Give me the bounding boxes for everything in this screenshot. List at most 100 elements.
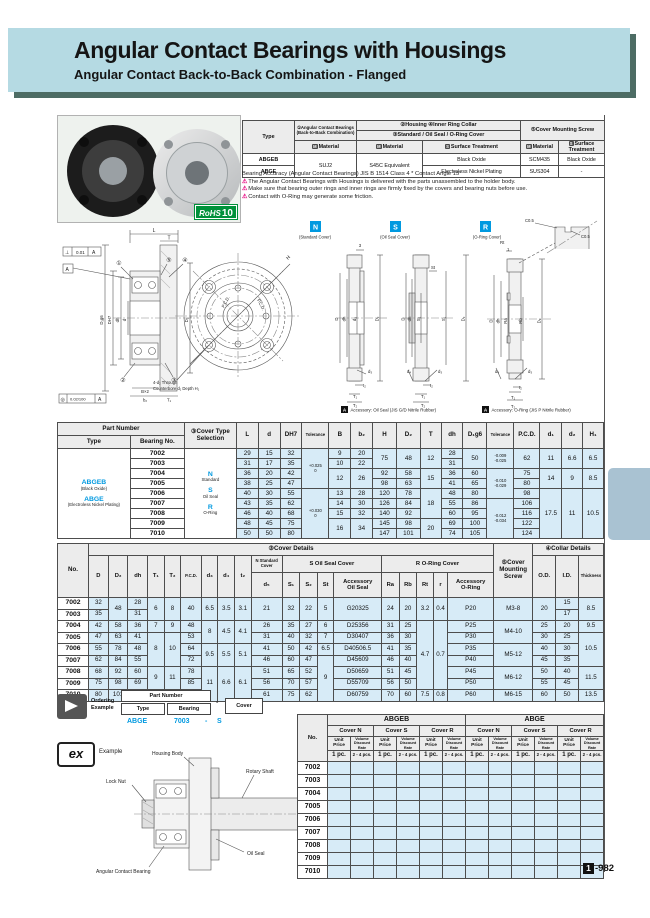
- cell: 16: [328, 518, 352, 539]
- cell: 98: [513, 488, 541, 499]
- cell: 75: [372, 448, 397, 469]
- cell: 31: [250, 631, 283, 644]
- cell: 30: [350, 498, 374, 509]
- diagram-label: P.C.D.: [220, 295, 230, 308]
- header-cell: P.C.D.: [513, 422, 541, 449]
- cell: 45: [398, 666, 418, 679]
- header-cell: Unit Price: [327, 736, 351, 751]
- cell: 84: [107, 654, 129, 667]
- cell: [534, 799, 559, 814]
- cell: 20: [532, 597, 557, 621]
- header-cell: d₄: [217, 555, 236, 598]
- cell: 106: [513, 498, 541, 509]
- cell: [350, 799, 374, 814]
- cell: 11: [539, 448, 563, 469]
- cell: 17.5: [539, 488, 563, 539]
- header-cell: T₁: [147, 555, 165, 598]
- cell: 5.1: [234, 643, 252, 667]
- diagram-label: Counterbore d₁ Depth H₁: [153, 386, 200, 391]
- cell: 15: [555, 597, 579, 610]
- cell: 92: [372, 468, 397, 479]
- cell: [488, 864, 513, 879]
- cell: [488, 851, 513, 866]
- cell: [373, 760, 397, 775]
- cell: 6.5: [316, 643, 335, 656]
- diagram-label: D₂: [461, 316, 466, 321]
- cell: [441, 812, 467, 827]
- cell: 0.4: [432, 597, 449, 621]
- cell: 98: [107, 677, 129, 690]
- diagram-label: dh: [407, 316, 412, 321]
- header-cell: 2 - 4 pcs.: [441, 749, 467, 762]
- bolt-hole: [137, 137, 147, 147]
- cell: 56: [381, 677, 400, 690]
- cell: 36: [235, 468, 259, 479]
- diagram-label: P.C.D.: [256, 298, 266, 311]
- header-cell: N Standard Cover: [250, 555, 283, 573]
- cell: 20: [398, 597, 418, 621]
- cell: 40: [180, 597, 202, 621]
- header-cell: Cover N: [465, 725, 513, 737]
- cell: 124: [513, 528, 541, 539]
- cell: [327, 773, 351, 788]
- cell: 24: [381, 597, 400, 621]
- cell-part: Oil Seal: [202, 493, 219, 499]
- cell: P25: [447, 620, 494, 633]
- cell: 20: [555, 620, 579, 633]
- header-cell: B: [328, 422, 352, 449]
- cell: 85: [180, 677, 202, 690]
- header-cell: dh: [127, 555, 149, 598]
- diagram-label: (O-Ring Cover): [473, 235, 502, 240]
- diagram-label: d₅: [352, 317, 357, 321]
- cell: [396, 799, 420, 814]
- ordering-icon: [57, 694, 87, 719]
- bolt-hole: [221, 197, 230, 206]
- cell: [534, 760, 559, 775]
- header-cell: DH7: [279, 422, 303, 449]
- cell: 72: [180, 654, 202, 667]
- cell: 35: [88, 608, 109, 621]
- cell: 62: [299, 689, 318, 702]
- diagram-label: Ra: [503, 318, 508, 324]
- diagram-label: D₂: [184, 317, 189, 322]
- cell: 42: [279, 468, 303, 479]
- cell: 75: [88, 677, 109, 690]
- cell: 78: [180, 666, 202, 679]
- cell: [441, 773, 467, 788]
- cell: 40: [532, 643, 557, 656]
- warning-icon: ⚠: [242, 193, 248, 200]
- cell: 25: [532, 620, 557, 633]
- diagram-label: N: [313, 225, 318, 232]
- cell: [488, 838, 513, 853]
- cell: 92: [395, 508, 421, 519]
- cell: SUS304: [520, 165, 559, 179]
- cell: [327, 864, 351, 879]
- cell: [419, 760, 443, 775]
- cell: P35: [447, 643, 494, 656]
- cell: 35: [257, 498, 281, 509]
- cell: [350, 786, 374, 801]
- diagram-label: S₂: [416, 316, 421, 321]
- cell: 56: [250, 677, 283, 690]
- cell-part: Standard: [201, 477, 220, 483]
- diagram-label: T₂: [353, 403, 358, 408]
- header-cell: d₂: [561, 422, 584, 449]
- cell: D45609: [333, 654, 383, 667]
- header-cell: Cover N: [327, 725, 374, 737]
- part-number-box: Part Number: [121, 690, 211, 702]
- cell: [580, 799, 605, 814]
- cell: 45: [257, 518, 281, 529]
- header-cell: T₂: [163, 555, 182, 598]
- cell: [396, 838, 420, 853]
- page-index-tab: [608, 468, 650, 540]
- cell: [441, 838, 467, 853]
- cell: -0.009 -0.025: [486, 448, 515, 469]
- cell: 7: [147, 620, 165, 633]
- diagram-label: D₂: [537, 318, 542, 323]
- cell: 15: [419, 468, 442, 489]
- cell-part: Surface Treatment: [568, 141, 595, 154]
- example-label: Example: [99, 749, 123, 755]
- header-cell: Accessory O-Ring: [447, 572, 494, 598]
- cell: 48: [107, 597, 129, 621]
